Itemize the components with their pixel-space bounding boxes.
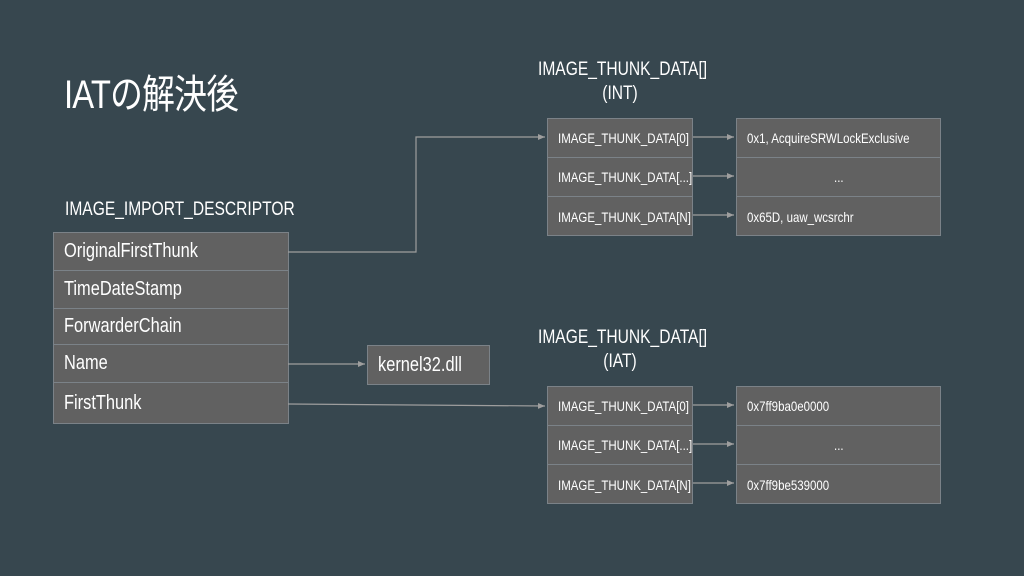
iat-value: 0x7ff9ba0e0000 [737, 387, 940, 426]
descriptor-field-original-first-thunk: OriginalFirstThunk [54, 233, 288, 271]
iat-entry: IMAGE_THUNK_DATA[...] [548, 426, 692, 465]
iat-table-label: IMAGE_THUNK_DATA[] (IAT) [538, 327, 708, 372]
descriptor-field-name: Name [54, 345, 288, 383]
int-entries-table: IMAGE_THUNK_DATA[0] IMAGE_THUNK_DATA[...… [547, 118, 693, 236]
descriptor-table: OriginalFirstThunk TimeDateStamp Forward… [53, 232, 289, 424]
descriptor-field-forwarder-chain: ForwarderChain [54, 309, 288, 345]
descriptor-field-time-date-stamp: TimeDateStamp [54, 271, 288, 309]
int-value: 0x1, AcquireSRWLockExclusive [737, 119, 940, 158]
int-entry: IMAGE_THUNK_DATA[0] [548, 119, 692, 158]
descriptor-label: IMAGE_IMPORT_DESCRIPTOR [65, 199, 295, 220]
int-values-table: 0x1, AcquireSRWLockExclusive ... 0x65D, … [736, 118, 941, 236]
iat-value: ... [737, 426, 940, 465]
iat-entries-table: IMAGE_THUNK_DATA[0] IMAGE_THUNK_DATA[...… [547, 386, 693, 504]
int-value: ... [737, 158, 940, 197]
iat-entry: IMAGE_THUNK_DATA[N] [558, 476, 691, 493]
int-entry: IMAGE_THUNK_DATA[N] [558, 208, 691, 225]
int-table-label: IMAGE_THUNK_DATA[] (INT) [538, 59, 708, 104]
iat-entry: IMAGE_THUNK_DATA[0] [548, 387, 692, 426]
iat-values-table: 0x7ff9ba0e0000 ... 0x7ff9be539000 [736, 386, 941, 504]
int-entry: IMAGE_THUNK_DATA[...] [548, 158, 692, 197]
dll-name-box: kernel32.dll [367, 345, 490, 385]
descriptor-field-first-thunk: FirstThunk [64, 391, 142, 414]
arrow-original-first-thunk-to-int [288, 134, 545, 253]
arrow-first-thunk-to-iat [287, 402, 546, 409]
int-value: 0x65D, uaw_wcsrchr [747, 208, 854, 225]
page-title: IATの解決後 [64, 73, 239, 117]
iat-value: 0x7ff9be539000 [747, 476, 830, 493]
